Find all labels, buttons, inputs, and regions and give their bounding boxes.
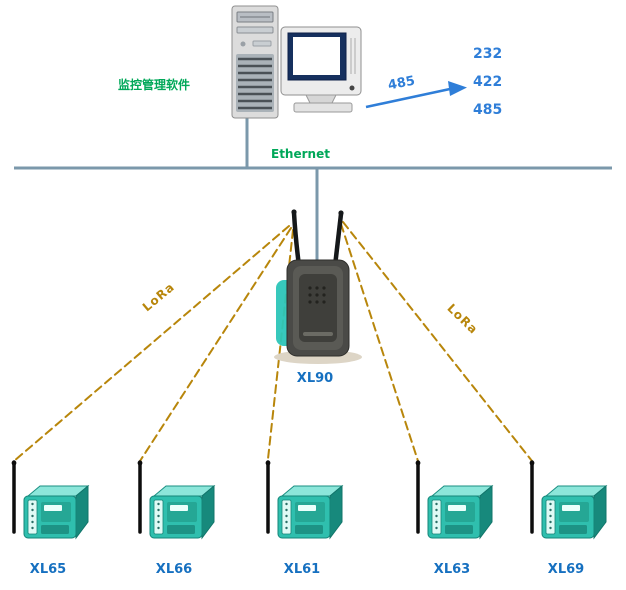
node-label-xl66: XL66 [155,562,193,577]
desktop-tower-icon [231,5,279,119]
lora-node-5-icon [527,458,608,540]
lora-node-4-icon [413,458,494,540]
node-label-xl65: XL65 [29,562,67,577]
xl90-gateway-icon [274,209,362,364]
node-label-xl61: XL61 [283,562,321,577]
serial-option-485: 485 [473,102,503,118]
monitoring-software-label: 监控管理软件 [118,78,191,92]
lora-dashed-links [13,221,533,462]
serial-option-422: 422 [473,74,503,90]
crt-monitor-icon [280,26,362,113]
serial-option-232: 232 [473,46,503,62]
lora-node-2-icon [135,458,216,540]
node-label-xl63: XL63 [433,562,471,577]
gateway-xl90-label: XL90 [296,371,334,386]
node-label-xl69: XL69 [547,562,585,577]
lora-node-1-icon [9,458,90,540]
serial-485-arrow [365,81,467,109]
lora-node-3-icon [263,458,344,540]
ethernet-label: Ethernet [271,147,330,161]
